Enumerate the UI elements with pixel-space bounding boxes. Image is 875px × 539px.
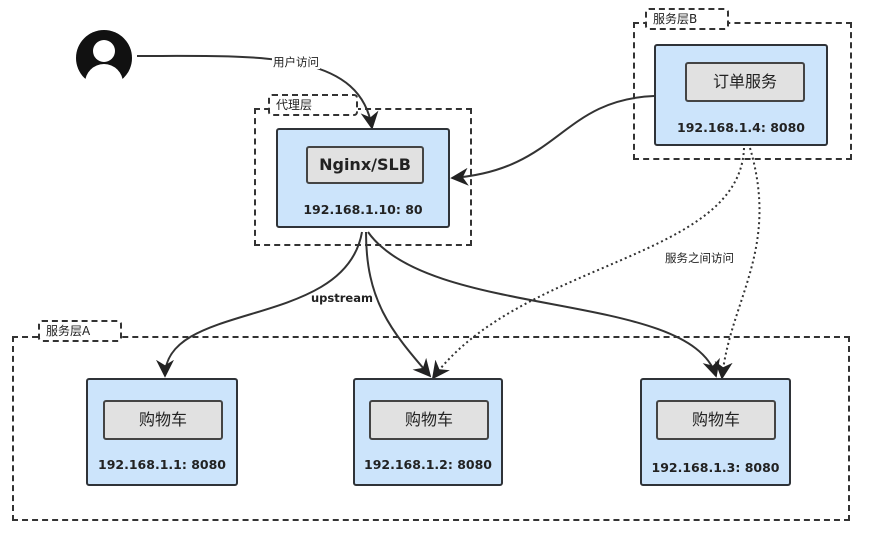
cart1-address: 192.168.1.1: 8080 xyxy=(98,457,226,472)
cart2-name: 购物车 xyxy=(369,400,489,440)
order-service-node[interactable]: 订单服务 192.168.1.4: 8080 xyxy=(654,44,828,146)
edge-order-to-cart2 xyxy=(431,147,745,380)
user-access-label: 用户访问 xyxy=(272,55,320,69)
cart3-address: 192.168.1.3: 8080 xyxy=(651,460,780,475)
edge-order-to-cart3 xyxy=(714,147,761,380)
cart3-name: 购物车 xyxy=(656,400,776,440)
edge-nginx-to-cart2 xyxy=(365,231,432,378)
cart3-node[interactable]: 购物车 192.168.1.3: 8080 xyxy=(640,378,791,486)
user-head xyxy=(93,40,115,62)
cart2-address: 192.168.1.2: 8080 xyxy=(364,457,492,472)
nginx-name: Nginx/SLB xyxy=(306,146,424,184)
cart1-node[interactable]: 购物车 192.168.1.1: 8080 xyxy=(86,378,238,486)
proxy-layer-label: 代理层 xyxy=(268,94,358,116)
order-service-name: 订单服务 xyxy=(685,62,805,102)
edge-nginx-to-cart1 xyxy=(156,231,363,378)
cart1-name: 购物车 xyxy=(103,400,223,440)
service-call-label: 服务之间访问 xyxy=(664,251,735,265)
service-b-group xyxy=(633,22,852,160)
order-service-address: 192.168.1.4: 8080 xyxy=(677,120,805,135)
service-b-label: 服务层B xyxy=(645,8,729,30)
nginx-address: 192.168.1.10: 80 xyxy=(303,202,423,217)
user-icon xyxy=(76,30,132,88)
proxy-layer-group xyxy=(254,108,472,246)
nginx-node[interactable]: Nginx/SLB 192.168.1.10: 80 xyxy=(276,128,450,228)
cart2-node[interactable]: 购物车 192.168.1.2: 8080 xyxy=(353,378,503,486)
edge-nginx-to-cart3 xyxy=(367,231,720,378)
upstream-label: upstream xyxy=(311,291,373,305)
user-body xyxy=(85,64,123,88)
edge-order-to-nginx xyxy=(450,95,655,186)
service-a-label: 服务层A xyxy=(38,320,122,342)
service-a-group xyxy=(12,336,850,521)
